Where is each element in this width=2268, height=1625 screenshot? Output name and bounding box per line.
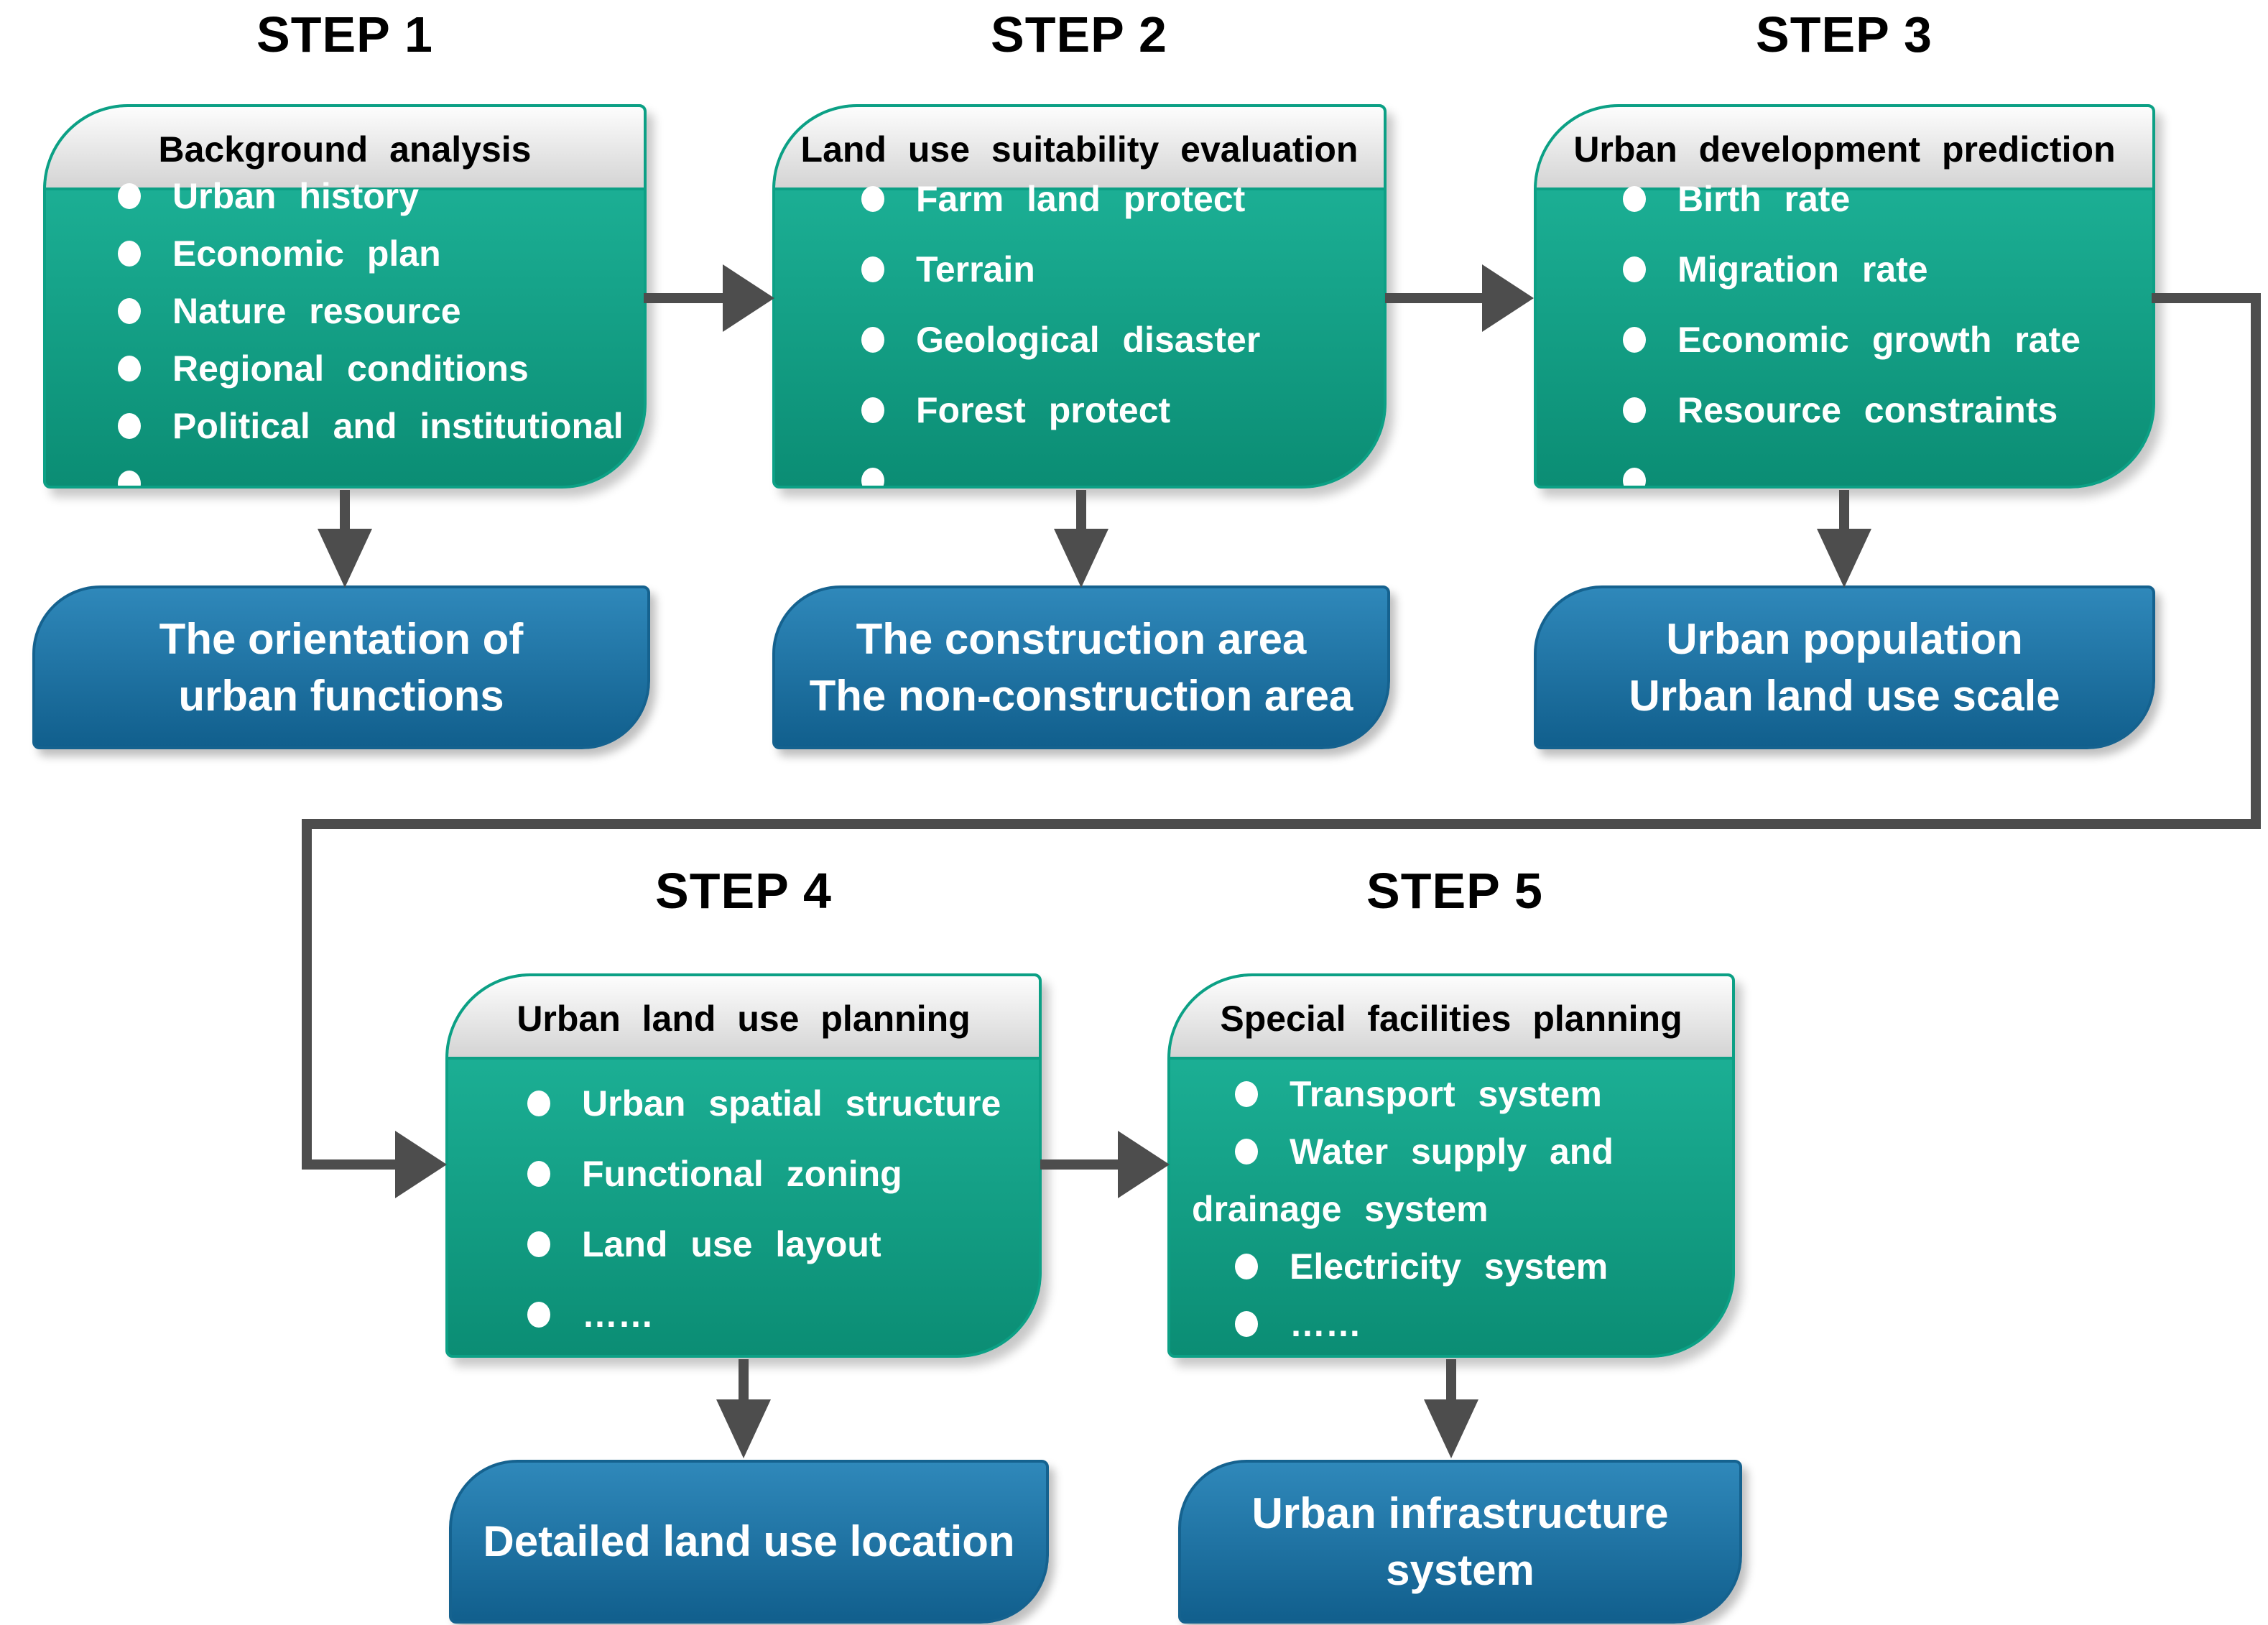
list-item: …… bbox=[775, 463, 1384, 486]
bullet-icon bbox=[1623, 256, 1646, 282]
step1-card: Background analysis Urban history Econom… bbox=[43, 104, 647, 489]
bullet-icon bbox=[861, 397, 884, 423]
step3-card: Urban development prediction Birth rate … bbox=[1534, 104, 2155, 489]
list-item: Water supply and bbox=[1170, 1134, 1732, 1170]
step3-label: STEP 3 bbox=[1756, 6, 1933, 62]
list-item: …… bbox=[448, 1297, 1039, 1333]
bullet-icon bbox=[527, 1160, 550, 1187]
bullet-icon bbox=[1623, 326, 1646, 353]
list-item: Resource constraints bbox=[1537, 392, 2152, 428]
list-item: …… bbox=[1170, 1306, 1732, 1342]
step1-card-title: Background analysis bbox=[46, 107, 644, 190]
bullet-icon bbox=[861, 185, 884, 212]
bullet-icon bbox=[118, 297, 141, 324]
bullet-icon bbox=[118, 240, 141, 267]
list-item: Regional conditions bbox=[46, 351, 644, 386]
bullet-icon bbox=[1235, 1310, 1258, 1337]
list-item: …… bbox=[46, 466, 644, 486]
bullet-icon bbox=[527, 1231, 550, 1257]
step1-label: STEP 1 bbox=[256, 6, 433, 62]
step5-card-title: Special facilities planning bbox=[1170, 976, 1732, 1060]
bullet-icon bbox=[118, 355, 141, 381]
bullet-icon bbox=[118, 182, 141, 209]
list-item: Nature resource bbox=[46, 293, 644, 329]
list-item: Land use layout bbox=[448, 1226, 1039, 1262]
step2-result-box: The construction area The non-constructi… bbox=[772, 585, 1390, 749]
bullet-icon bbox=[527, 1301, 550, 1328]
step4-label: STEP 4 bbox=[655, 863, 832, 919]
bullet-icon bbox=[118, 470, 141, 486]
bullet-icon bbox=[1623, 397, 1646, 423]
list-item: Birth rate bbox=[1537, 181, 2152, 217]
list-item: Farm land protect bbox=[775, 181, 1384, 217]
step5-result-box: Urban infrastructure system bbox=[1178, 1460, 1742, 1624]
step4-result-box: Detailed land use location bbox=[449, 1460, 1049, 1624]
step3-item-list: Birth rate Migration rate Economic growt… bbox=[1537, 164, 2152, 486]
bullet-icon bbox=[861, 326, 884, 353]
bullet-icon bbox=[118, 412, 141, 439]
step4-item-list: Urban spatial structure Functional zonin… bbox=[448, 1068, 1039, 1350]
list-item: Geological disaster bbox=[775, 322, 1384, 358]
bullet-icon bbox=[1235, 1138, 1258, 1165]
list-item: Economic plan bbox=[46, 236, 644, 272]
bullet-icon bbox=[1623, 467, 1646, 486]
step3-result-box: Urban population Urban land use scale bbox=[1534, 585, 2155, 749]
step5-label: STEP 5 bbox=[1366, 863, 1543, 919]
bullet-icon bbox=[861, 467, 884, 486]
list-item: Economic growth rate bbox=[1537, 322, 2152, 358]
list-item: Urban spatial structure bbox=[448, 1085, 1039, 1121]
bullet-icon bbox=[1623, 185, 1646, 212]
list-item: Urban history bbox=[46, 178, 644, 214]
list-item: Functional zoning bbox=[448, 1156, 1039, 1192]
list-item: Forest protect bbox=[775, 392, 1384, 428]
bullet-icon bbox=[1235, 1080, 1258, 1107]
list-item-continuation: drainage system bbox=[1192, 1188, 1489, 1229]
step4-card-title: Urban land use planning bbox=[448, 976, 1039, 1060]
bullet-icon bbox=[1235, 1253, 1258, 1279]
list-item: Migration rate bbox=[1537, 251, 2152, 287]
step1-item-list: Urban history Economic plan Nature resou… bbox=[46, 167, 644, 486]
step5-item-list: Transport system Water supply and draina… bbox=[1170, 1065, 1732, 1353]
step3-card-title: Urban development prediction bbox=[1537, 107, 2152, 190]
list-item: Electricity system bbox=[1170, 1249, 1732, 1284]
list-item: Transport system bbox=[1170, 1076, 1732, 1112]
step4-card: Urban land use planning Urban spatial st… bbox=[445, 973, 1042, 1358]
bullet-icon bbox=[861, 256, 884, 282]
step1-result-box: The orientation of urban functions bbox=[32, 585, 650, 749]
list-item: Political and institutional bbox=[46, 408, 644, 444]
step2-card: Land use suitability evaluation Farm lan… bbox=[772, 104, 1387, 489]
step2-label: STEP 2 bbox=[991, 6, 1167, 62]
list-item: …… bbox=[1537, 463, 2152, 486]
step2-card-title: Land use suitability evaluation bbox=[775, 107, 1384, 190]
step5-card: Special facilities planning Transport sy… bbox=[1167, 973, 1735, 1358]
bullet-icon bbox=[527, 1090, 550, 1116]
step2-item-list: Farm land protect Terrain Geological dis… bbox=[775, 164, 1384, 486]
list-item: Terrain bbox=[775, 251, 1384, 287]
